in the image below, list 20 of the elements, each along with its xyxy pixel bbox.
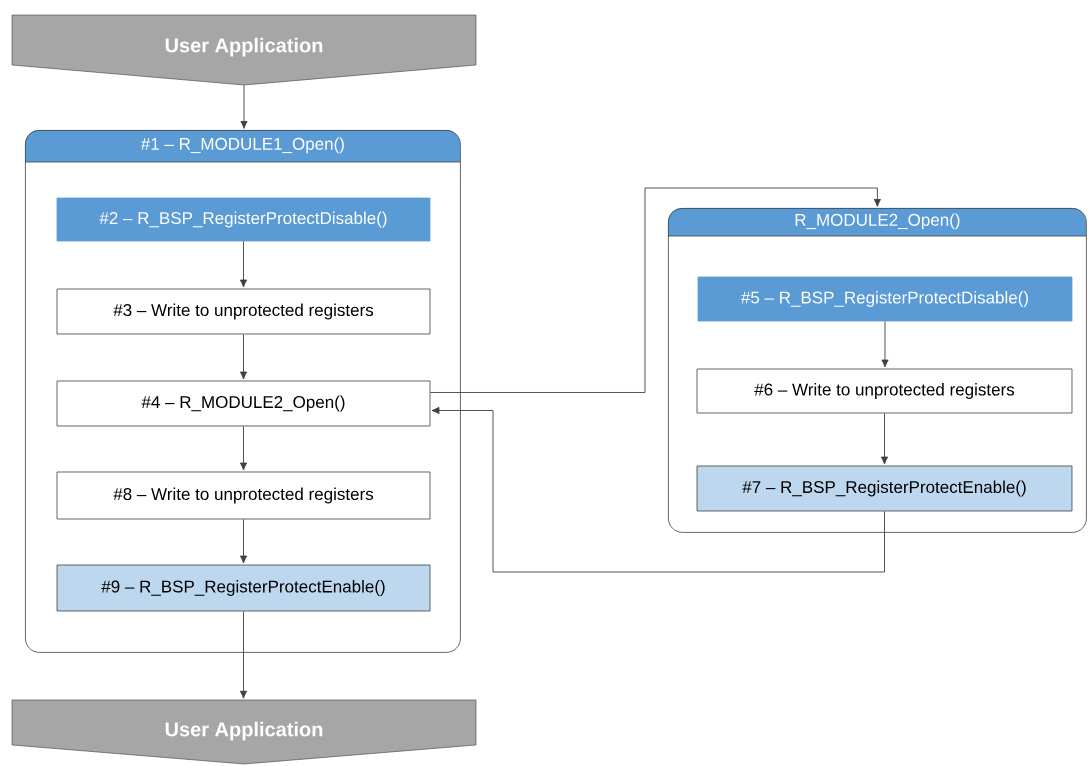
arrow: [239, 425, 248, 471]
process-box: #2 – R_BSP_RegisterProtectDisable(): [56, 197, 431, 242]
chevron-banner: User Application: [11, 14, 477, 86]
process-box: #5 – R_BSP_RegisterProtectDisable(): [697, 276, 1073, 322]
arrow: [240, 84, 248, 129]
arrow: [239, 240, 248, 288]
arrow: [239, 610, 248, 699]
process-box: #6 – Write to unprotected registers: [696, 368, 1073, 414]
process-box: #4 – R_MODULE2_Open(): [56, 380, 431, 427]
process-box: #9 – R_BSP_RegisterProtectEnable(): [56, 564, 431, 612]
arrow: [429, 187, 881, 393]
arrow: [880, 412, 889, 465]
process-box: #3 – Write to unprotected registers: [56, 288, 431, 335]
chevron-banner: User Application: [11, 699, 477, 765]
arrow: [239, 518, 248, 564]
process-box: #7 – R_BSP_RegisterProtectEnable(): [696, 465, 1073, 512]
arrow: [431, 406, 885, 573]
arrow: [239, 333, 248, 380]
arrow: [881, 320, 889, 368]
process-box: #8 – Write to unprotected registers: [56, 471, 431, 520]
